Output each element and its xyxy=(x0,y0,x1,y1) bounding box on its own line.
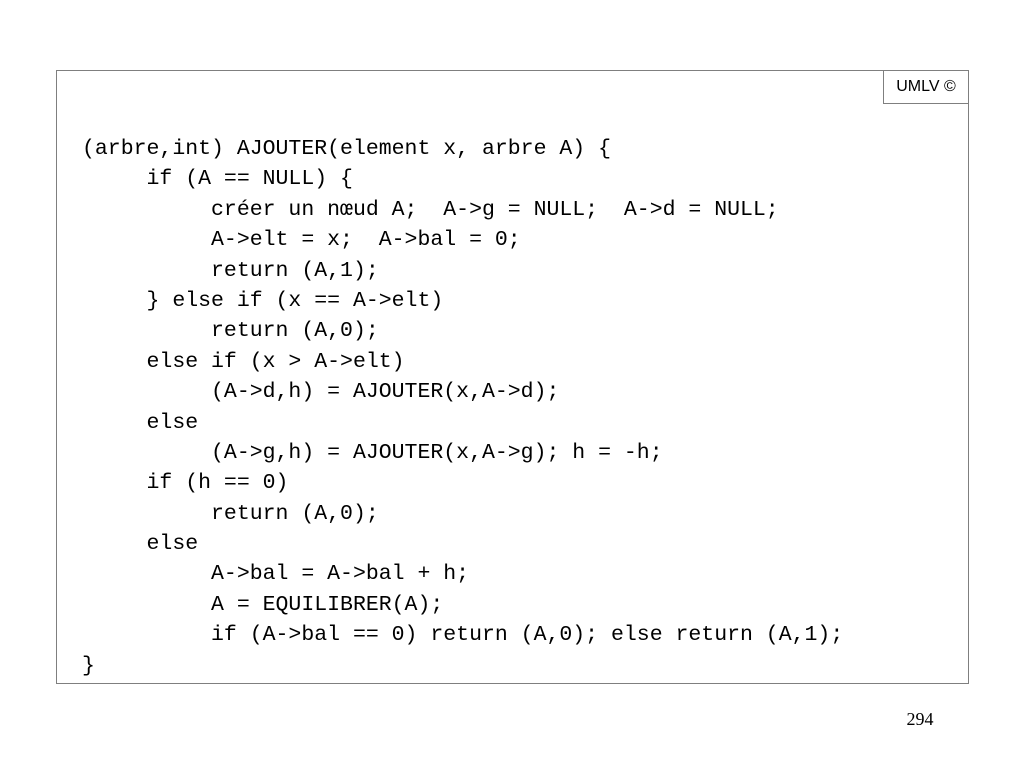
code-line: return (A,1); xyxy=(82,258,379,283)
page-number: 294 xyxy=(906,709,934,729)
code-line: else xyxy=(82,532,199,557)
code-line: else if (x > A->elt) xyxy=(82,349,405,374)
code-line: else xyxy=(82,410,199,435)
code-line: A = EQUILIBRER(A); xyxy=(82,592,444,617)
code-line: if (A->bal == 0) return (A,0); else retu… xyxy=(82,623,844,648)
code-line: A->bal = A->bal + h; xyxy=(82,562,470,587)
code-block: (arbre,int) AJOUTER(element x, arbre A) … xyxy=(82,134,972,681)
code-line: } xyxy=(82,653,95,678)
code-line: (A->d,h) = AJOUTER(x,A->d); xyxy=(82,380,560,405)
code-line: créer un nœud A; A->g = NULL; A->d = NUL… xyxy=(82,197,779,222)
slide-frame: UMLV © xyxy=(56,70,969,684)
code-line: if (h == 0) xyxy=(82,471,289,496)
code-line: return (A,0); xyxy=(82,501,379,526)
code-line: (A->g,h) = AJOUTER(x,A->g); h = -h; xyxy=(82,440,663,465)
code-line: (arbre,int) AJOUTER(element x, arbre A) … xyxy=(82,137,611,161)
code-line: return (A,0); xyxy=(82,319,379,344)
code-line: if (A == NULL) { xyxy=(82,167,353,192)
umlv-badge: UMLV © xyxy=(883,70,969,104)
code-line: A->elt = x; A->bal = 0; xyxy=(82,228,521,253)
code-line: } else if (x == A->elt) xyxy=(82,288,444,313)
